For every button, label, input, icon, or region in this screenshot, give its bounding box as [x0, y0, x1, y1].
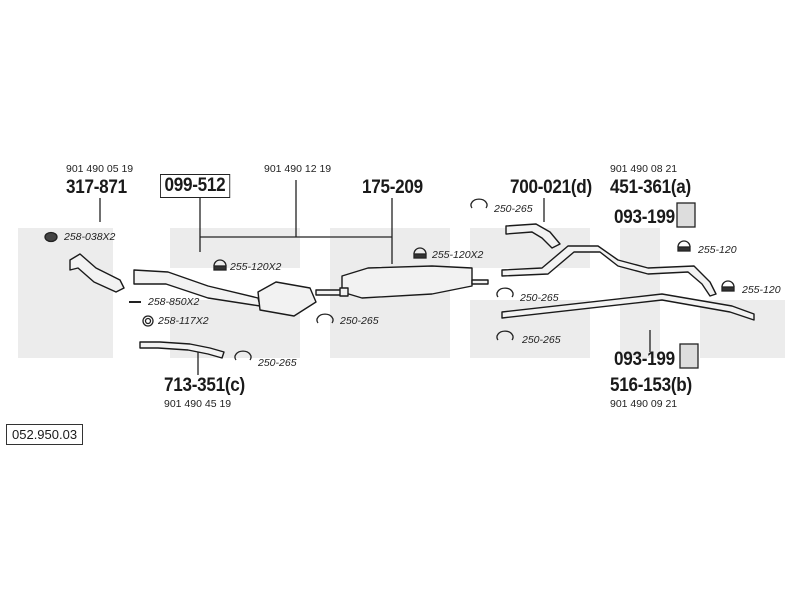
- part-number: 175-209: [362, 177, 423, 198]
- part-code: 250-265: [522, 334, 561, 346]
- oem-number: 901 490 08 21: [610, 163, 678, 175]
- part-code: 250-265: [258, 357, 297, 369]
- oem-number: 901 490 45 19: [164, 398, 232, 410]
- part-number-boxed: 099-512: [160, 174, 230, 198]
- part-code: 258-850X2: [148, 296, 200, 308]
- part-code: 250-265: [494, 203, 533, 215]
- part-code: 258-117X2: [158, 315, 209, 327]
- diagram-reference: 052.950.03: [6, 424, 84, 445]
- oem-number: 901 490 09 21: [610, 398, 678, 410]
- part-code: 255-120: [698, 244, 737, 256]
- oem-number: 901 490 12 19: [264, 163, 332, 175]
- part-number: 713-351(c): [164, 375, 245, 396]
- part-number: 516-153(b): [610, 375, 692, 396]
- part-code: 255-120X2: [230, 261, 282, 273]
- leader-lines: [99, 180, 651, 375]
- part-code: 255-120X2: [432, 249, 484, 261]
- part-number: 093-199: [614, 207, 675, 228]
- part-code: 250-265: [340, 315, 379, 327]
- fittings: [44, 198, 735, 369]
- part-code: 250-265: [520, 292, 559, 304]
- pipes: [69, 223, 755, 359]
- watermark: [18, 228, 785, 358]
- part-number: 093-199: [614, 349, 675, 370]
- part-number: 451-361(a): [610, 177, 691, 198]
- part-number: 317-871: [66, 177, 127, 198]
- part-code: 258-038X2: [64, 231, 116, 243]
- part-code: 255-120: [742, 284, 781, 296]
- part-number: 700-021(d): [510, 177, 592, 198]
- oem-number: 901 490 05 19: [66, 163, 134, 175]
